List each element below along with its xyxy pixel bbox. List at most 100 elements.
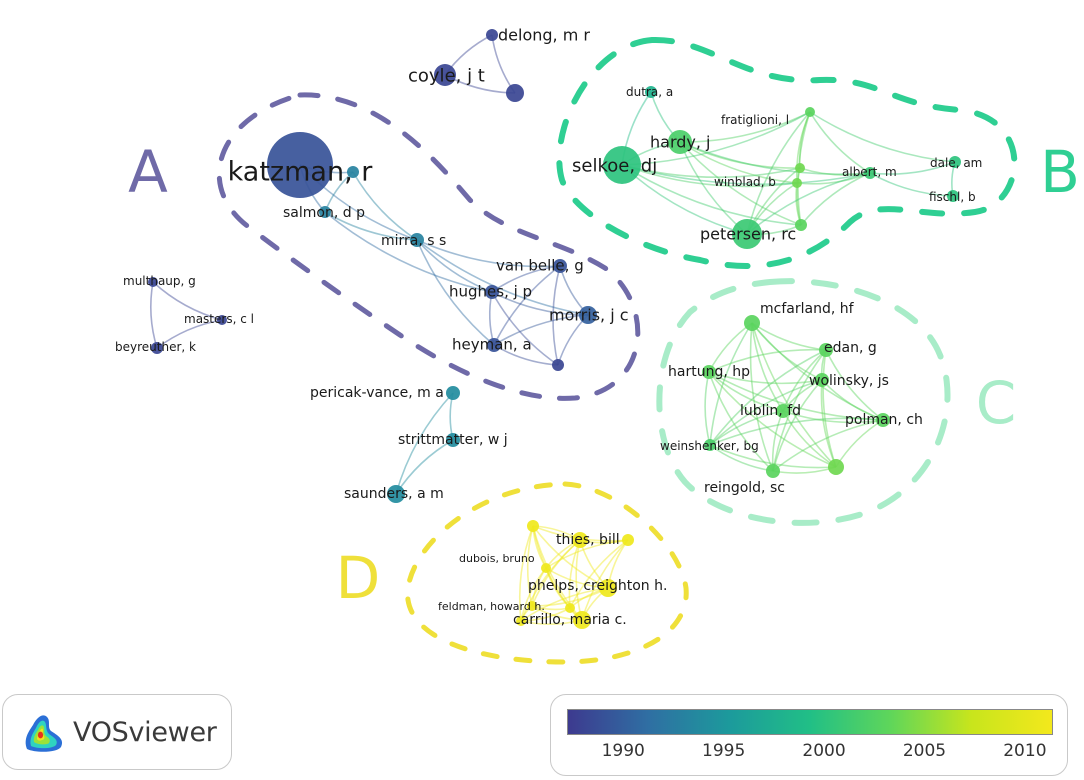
node-pericak[interactable] [446,386,460,400]
node-hardy[interactable] [668,130,692,154]
node-label-fischl: fischl, b [929,190,976,204]
node-label-petersen: petersen, rc [700,225,796,244]
link-dubois-feldman [520,567,547,622]
link-wolinsky-weinshenker [709,379,823,446]
legend-tick-1990: 1990 [601,741,645,761]
node-label-winblad: winblad, b [714,175,776,189]
node-bnode2[interactable] [795,219,807,231]
node-edan[interactable] [819,343,833,357]
link-dnode1-feldman [518,525,534,622]
node-weinshenker[interactable] [704,439,716,451]
node-masters[interactable] [217,315,227,325]
node-saunders[interactable] [387,485,405,503]
node-coyle[interactable] [434,64,456,86]
node-label-morris: morris, j c [549,306,629,325]
link-mirra-morris [416,239,589,316]
link-edan-cnode1 [822,349,837,468]
node-label-salmon: salmon, d p [283,205,365,221]
link-vanbelle-aextra [552,265,561,366]
vosviewer-density-logo-icon [25,715,63,752]
node-mcfarland[interactable] [744,315,760,331]
node-delong[interactable] [486,29,498,41]
link-winblad-albert [796,172,871,185]
link-selkoe-fratiglioni [621,111,811,166]
link-hartung-reingold [708,371,774,472]
node-dutra[interactable] [645,86,657,98]
node-label-albert: albert, m [842,165,897,179]
link-hartung-cnode1 [708,371,837,468]
node-salmon[interactable] [319,206,331,218]
node-dnode1[interactable] [527,520,539,532]
node-mirra[interactable] [410,233,424,247]
link-hughes-aextra [491,291,559,366]
link-hartung-polman [708,371,884,421]
link-wolinsky-reingold [772,379,823,472]
node-dale[interactable] [949,156,961,168]
node-label-dubois: dubois, bruno [459,552,535,565]
node-selkoe[interactable] [603,146,641,184]
node-dnode4[interactable] [565,603,575,613]
node-label-multhaup: multhaup, g [123,274,196,288]
node-hughes[interactable] [485,285,499,299]
node-heyman[interactable] [487,338,501,352]
node-katzman[interactable] [267,132,333,198]
node-label-wolinsky: wolinsky, js [809,373,889,389]
link-fratiglioni-dale [809,111,956,163]
node-wolinsky[interactable] [815,373,829,387]
node-vanbelle[interactable] [553,259,567,273]
link-mcfarland-weinshenker [709,322,753,446]
node-label-feldman: feldman, howard h. [438,600,545,613]
node-fratiglioni[interactable] [805,107,815,117]
link-morris-heyman [493,314,589,346]
node-label-vanbelle: van belle, g [496,256,584,274]
node-winblad[interactable] [792,178,802,188]
node-bnode1[interactable] [795,163,805,173]
node-beyreuther[interactable] [151,342,163,354]
node-petersen[interactable] [732,219,762,249]
link-hughes-morris [491,291,589,316]
link-hardy-fratiglioni [679,111,811,143]
node-morris[interactable] [579,306,597,324]
node-dnode3[interactable] [527,601,537,611]
link-thies-feldman [520,539,581,622]
link-dnode1-dnode3 [526,525,534,607]
node-label-saunders: saunders, a m [344,486,444,502]
legend-tick-2000: 2000 [802,741,846,761]
link-polman-weinshenker [709,417,884,446]
link-edan-reingold [772,349,827,472]
node-polman[interactable] [876,413,890,427]
node-katz2[interactable] [347,166,359,178]
node-strittmatter[interactable] [446,433,460,447]
node-label-pericak: pericak-vance, m a [310,385,444,401]
node-label-mirra: mirra, s s [381,233,446,249]
node-aextra[interactable] [552,359,564,371]
link-thies-dnode3 [531,539,581,607]
cluster-c-label: C [976,369,1017,437]
link-lublin-polman [782,410,884,424]
node-carrillo[interactable] [573,611,591,629]
node-hartung[interactable] [702,365,716,379]
link-edan-hartung [708,348,827,373]
node-phelps[interactable] [599,579,617,597]
node-label-dale: dale, am [930,156,982,170]
node-label-lublin: lublin, fd [740,403,801,419]
cluster-a-outline [216,92,641,401]
node-label-masters: masters, c l [184,312,254,326]
node-dubois[interactable] [541,563,551,573]
node-lublin[interactable] [776,404,790,418]
link-fratiglioni-winblad [795,111,811,184]
node-dnode2[interactable] [622,534,634,546]
node-label-thies: thies, bill [556,532,620,548]
node-feldman[interactable] [516,616,526,626]
node-fischl[interactable] [947,190,959,202]
link-mcfarland-wolinsky [751,322,823,381]
node-albert[interactable] [864,167,876,179]
node-coyle2[interactable] [506,84,524,102]
link-dnode1-phelps [532,525,609,589]
vosviewer-name: VOSviewer [73,716,217,748]
node-multhaup[interactable] [148,277,158,287]
node-thies[interactable] [572,532,588,548]
node-cnode1[interactable] [828,459,844,475]
node-reingold[interactable] [766,464,780,478]
